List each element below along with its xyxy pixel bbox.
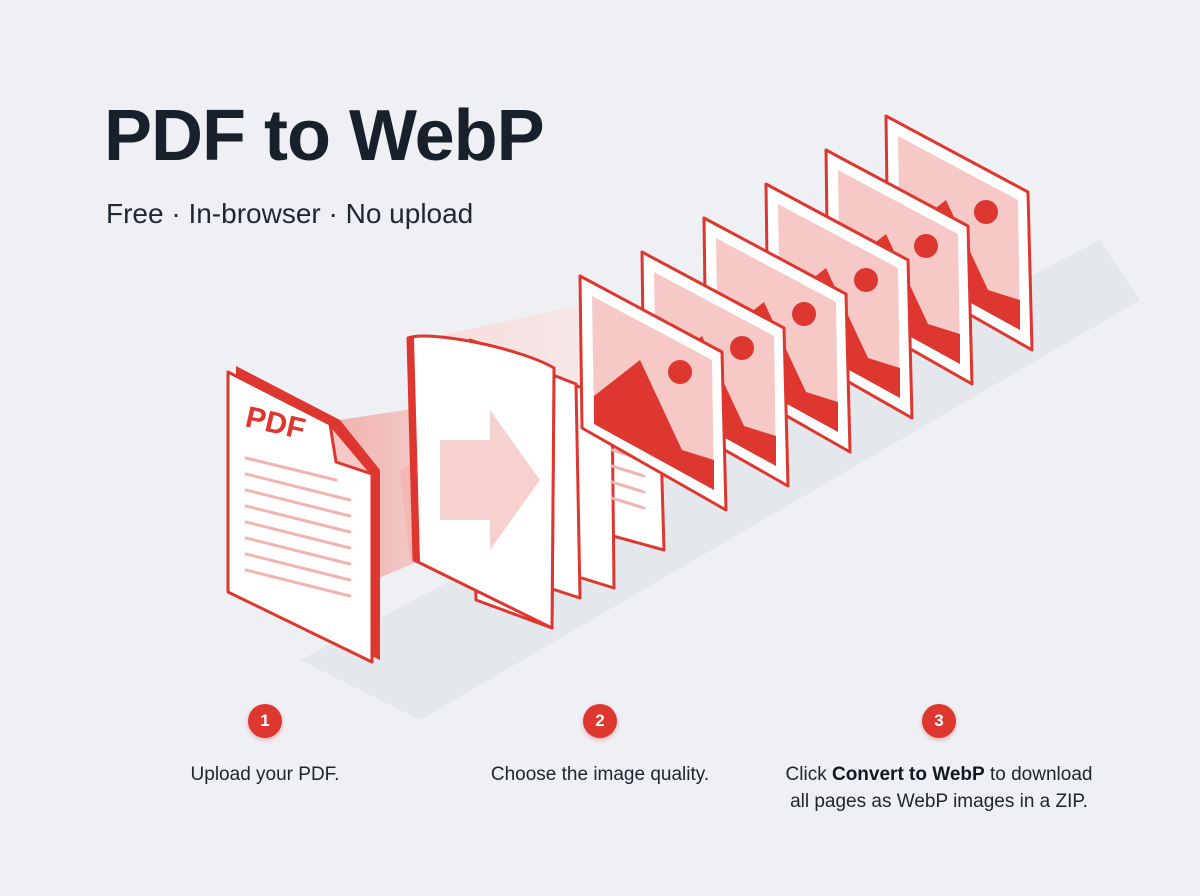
page-title: PDF to WebP — [104, 96, 545, 176]
step-number-badge: 1 — [248, 704, 282, 738]
image-card — [578, 274, 728, 512]
step-3: 3 Click Convert to WebP to download all … — [759, 704, 1119, 815]
step-text-line2: all pages as WebP images in a ZIP. — [790, 791, 1088, 812]
pdf-document: PDF — [226, 366, 380, 664]
page-subtitle: Free · In-browser · No upload — [106, 198, 474, 229]
step-text-before: Click — [785, 764, 832, 785]
convert-to-webp-label: Convert to WebP — [831, 764, 985, 785]
step-text-after: to download — [984, 764, 1093, 785]
split-pages-booklet — [406, 334, 666, 630]
step-number-badge: 3 — [922, 704, 956, 738]
step-1: 1 Upload your PDF. — [85, 704, 445, 788]
step-description: Choose the image quality. — [490, 764, 710, 785]
step-number-badge: 2 — [583, 704, 617, 738]
step-2: 2 Choose the image quality. — [420, 704, 780, 788]
webp-image-cards — [578, 114, 1034, 512]
step-description: Click Convert to WebP to download all pa… — [786, 761, 1093, 815]
step-description: Upload your PDF. — [190, 764, 340, 785]
